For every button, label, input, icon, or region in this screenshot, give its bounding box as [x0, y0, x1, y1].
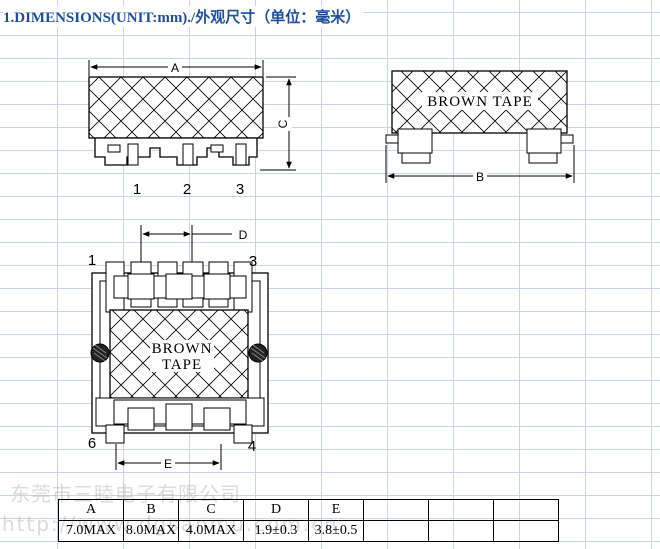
- top-pin-label-3: 3: [249, 253, 257, 270]
- dim-e-label: E: [164, 457, 172, 471]
- table-value-cell: 4.0MAX: [178, 520, 244, 542]
- top-pin-label-1: 1: [88, 252, 96, 269]
- pin-label-2: 2: [183, 181, 191, 198]
- end-view: BROWN TAPE B: [385, 70, 575, 184]
- table-value-cell: [363, 520, 429, 542]
- bottom-pin-label-6: 6: [88, 435, 96, 452]
- table-header-cell: D: [243, 499, 309, 521]
- dim-a-label: A: [171, 61, 179, 75]
- page-title: 1.DIMENSIONS(UNIT:mm)./外观尺寸（单位：毫米）: [3, 6, 365, 27]
- side-view-body: [88, 76, 264, 139]
- table-header-cell: C: [178, 499, 244, 521]
- table-value-cell: 3.8±0.5: [308, 520, 364, 542]
- table-value-row: 7.0MAX 8.0MAX 4.0MAX 1.9±0.3 3.8±0.5: [58, 520, 559, 542]
- table-header-cell: [363, 499, 429, 521]
- pin-label-1: 1: [133, 181, 141, 198]
- table-header-cell: B: [123, 499, 179, 521]
- table-header-cell: E: [308, 499, 364, 521]
- top-view-tape-line1: BROWN: [152, 341, 213, 357]
- table-header-cell: [493, 499, 559, 521]
- top-view: D BROWN TAPE: [88, 225, 269, 471]
- table-header-cell: A: [58, 499, 124, 521]
- dimension-table: A B C D E 7.0MAX 8.0MAX 4.0MAX 1.9±0.3 3…: [58, 499, 559, 542]
- top-view-tape-line2: TAPE: [162, 357, 202, 373]
- table-header-row: A B C D E: [58, 499, 559, 521]
- table-header-cell: [428, 499, 494, 521]
- table-value-cell: [428, 520, 494, 542]
- dim-c-label: C: [276, 119, 290, 128]
- dim-d-label: D: [239, 228, 248, 242]
- end-view-tape-label: BROWN TAPE: [427, 94, 533, 110]
- table-value-cell: 7.0MAX: [58, 520, 124, 542]
- pin-label-3: 3: [236, 181, 244, 198]
- side-view: A C 1 2 3: [88, 60, 296, 198]
- dim-b-label: B: [476, 170, 484, 184]
- table-value-cell: 8.0MAX: [123, 520, 179, 542]
- table-value-cell: 1.9±0.3: [243, 520, 309, 542]
- table-value-cell: [493, 520, 559, 542]
- bottom-pin-label-4: 4: [248, 438, 256, 455]
